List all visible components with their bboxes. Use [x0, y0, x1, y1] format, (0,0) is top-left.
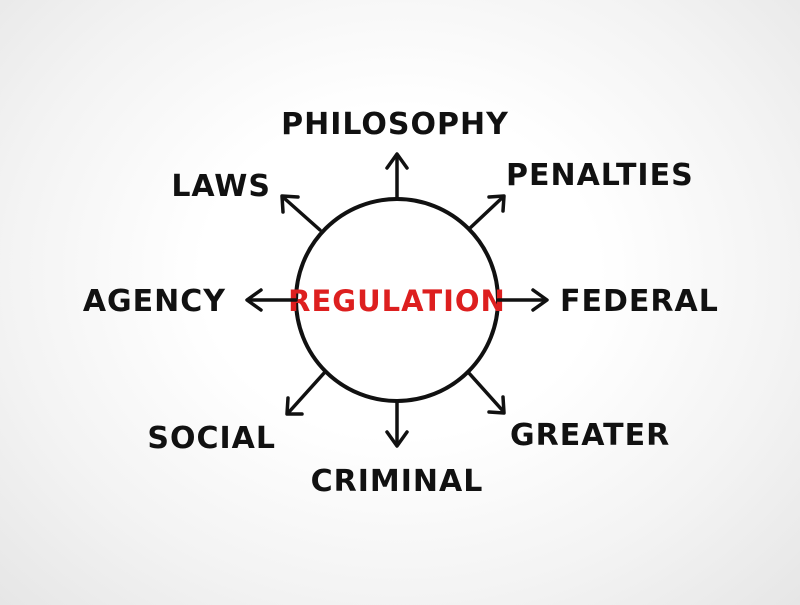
node-label-federal: FEDERAL — [560, 284, 719, 319]
arrow-federal — [496, 288, 549, 312]
arrow-greater — [466, 370, 506, 415]
node-labels: PHILOSOPHY PENALTIES FEDERAL GREATER CRI… — [83, 107, 719, 499]
arrow-social — [285, 370, 327, 416]
arrow-penalties — [467, 194, 506, 231]
arrow-agency — [245, 288, 298, 312]
arrow-laws — [280, 194, 322, 232]
node-label-greater: GREATER — [510, 418, 670, 453]
arrows — [245, 152, 549, 448]
arrow-criminal — [385, 399, 409, 448]
node-label-laws: LAWS — [171, 169, 271, 204]
node-label-philosophy: PHILOSOPHY — [281, 107, 509, 142]
node-label-criminal: CRIMINAL — [311, 464, 484, 499]
node-label-agency: AGENCY — [83, 284, 226, 319]
node-label-penalties: PENALTIES — [506, 158, 694, 193]
node-label-social: SOCIAL — [147, 421, 276, 456]
center-label: REGULATION — [288, 284, 506, 318]
arrow-philosophy — [385, 152, 409, 201]
